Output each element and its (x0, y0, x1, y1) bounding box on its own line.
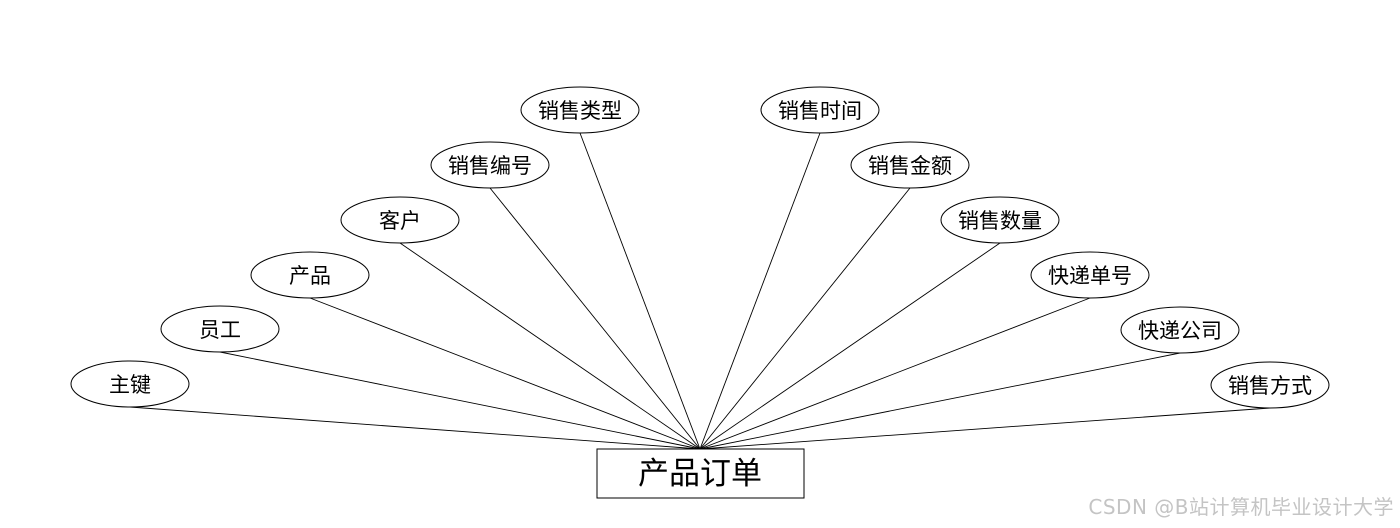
attribute-label: 销售金额 (868, 154, 952, 178)
entity-name: 产品订单 (638, 456, 762, 492)
attribute-label: 快递公司 (1138, 319, 1222, 343)
attribute-express-company: 快递公司 (1120, 306, 1240, 354)
attribute-ellipse (850, 141, 970, 189)
attribute-label: 快递单号 (1048, 264, 1132, 288)
attribute-label: 销售编号 (448, 154, 532, 178)
connector-primary-key (129, 406, 701, 450)
connector-customer (399, 242, 701, 450)
attribute-sales-method: 销售方式 (1210, 361, 1330, 409)
attribute-customer: 客户 (340, 196, 460, 244)
attribute-sales-amount: 销售金额 (850, 141, 970, 189)
attribute-ellipse (1120, 306, 1240, 354)
attribute-ellipse (940, 196, 1060, 244)
attribute-ellipse (340, 196, 460, 244)
connector-sales-method (699, 407, 1271, 450)
attribute-label: 销售类型 (538, 99, 622, 123)
attribute-ellipse (430, 141, 550, 189)
attribute-label: 客户 (379, 209, 421, 233)
attribute-ellipse (1030, 251, 1150, 299)
attribute-ellipse (160, 305, 280, 353)
connector-sales-type (579, 132, 701, 450)
connector-sales-time (699, 132, 821, 450)
connector-sales-amount (699, 187, 911, 450)
attribute-label: 产品 (289, 264, 331, 288)
attribute-ellipse (70, 360, 190, 408)
attribute-primary-key: 主键 (70, 360, 190, 408)
attribute-product: 产品 (250, 251, 370, 299)
connector-product (309, 297, 701, 450)
attribute-ellipse (1210, 361, 1330, 409)
attribute-express-number: 快递单号 (1030, 251, 1150, 299)
attribute-label: 销售数量 (958, 209, 1042, 233)
connector-express-company (699, 352, 1181, 450)
attribute-sales-time: 销售时间 (760, 86, 880, 134)
attribute-label: 主键 (109, 373, 151, 397)
connector-employee (219, 351, 701, 450)
connector-sales-quantity (699, 242, 1001, 450)
attribute-ellipse (520, 86, 640, 134)
attribute-sales-type: 销售类型 (520, 86, 640, 134)
attribute-sales-number: 销售编号 (430, 141, 550, 189)
attribute-label: 销售方式 (1228, 374, 1312, 398)
attribute-ellipse (760, 86, 880, 134)
attribute-ellipse (250, 251, 370, 299)
attribute-employee: 员工 (160, 305, 280, 353)
watermark: CSDN @B站计算机毕业设计大学 (1088, 495, 1394, 519)
attribute-label: 员工 (199, 318, 241, 342)
entity-box: 产品订单 (596, 448, 805, 499)
attribute-sales-quantity: 销售数量 (940, 196, 1060, 244)
connector-express-number (699, 297, 1091, 450)
connector-lines (129, 132, 1271, 450)
attribute-label: 销售时间 (778, 99, 862, 123)
connector-sales-number (489, 187, 701, 450)
